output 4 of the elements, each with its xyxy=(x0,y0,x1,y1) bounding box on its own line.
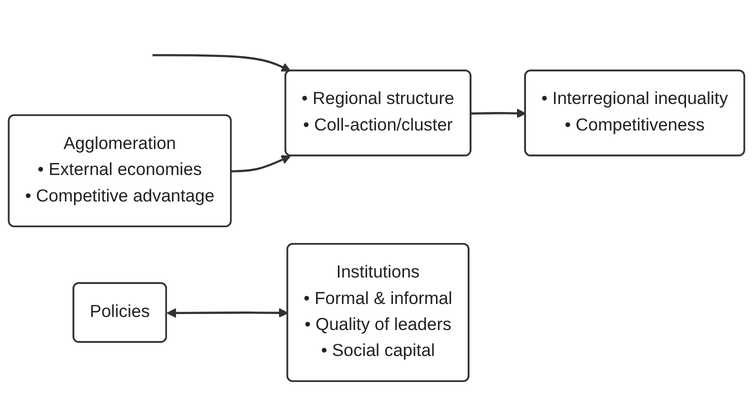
arrow xyxy=(471,108,526,118)
arrow xyxy=(231,155,291,172)
arrow xyxy=(166,308,288,318)
arrow xyxy=(152,54,291,72)
